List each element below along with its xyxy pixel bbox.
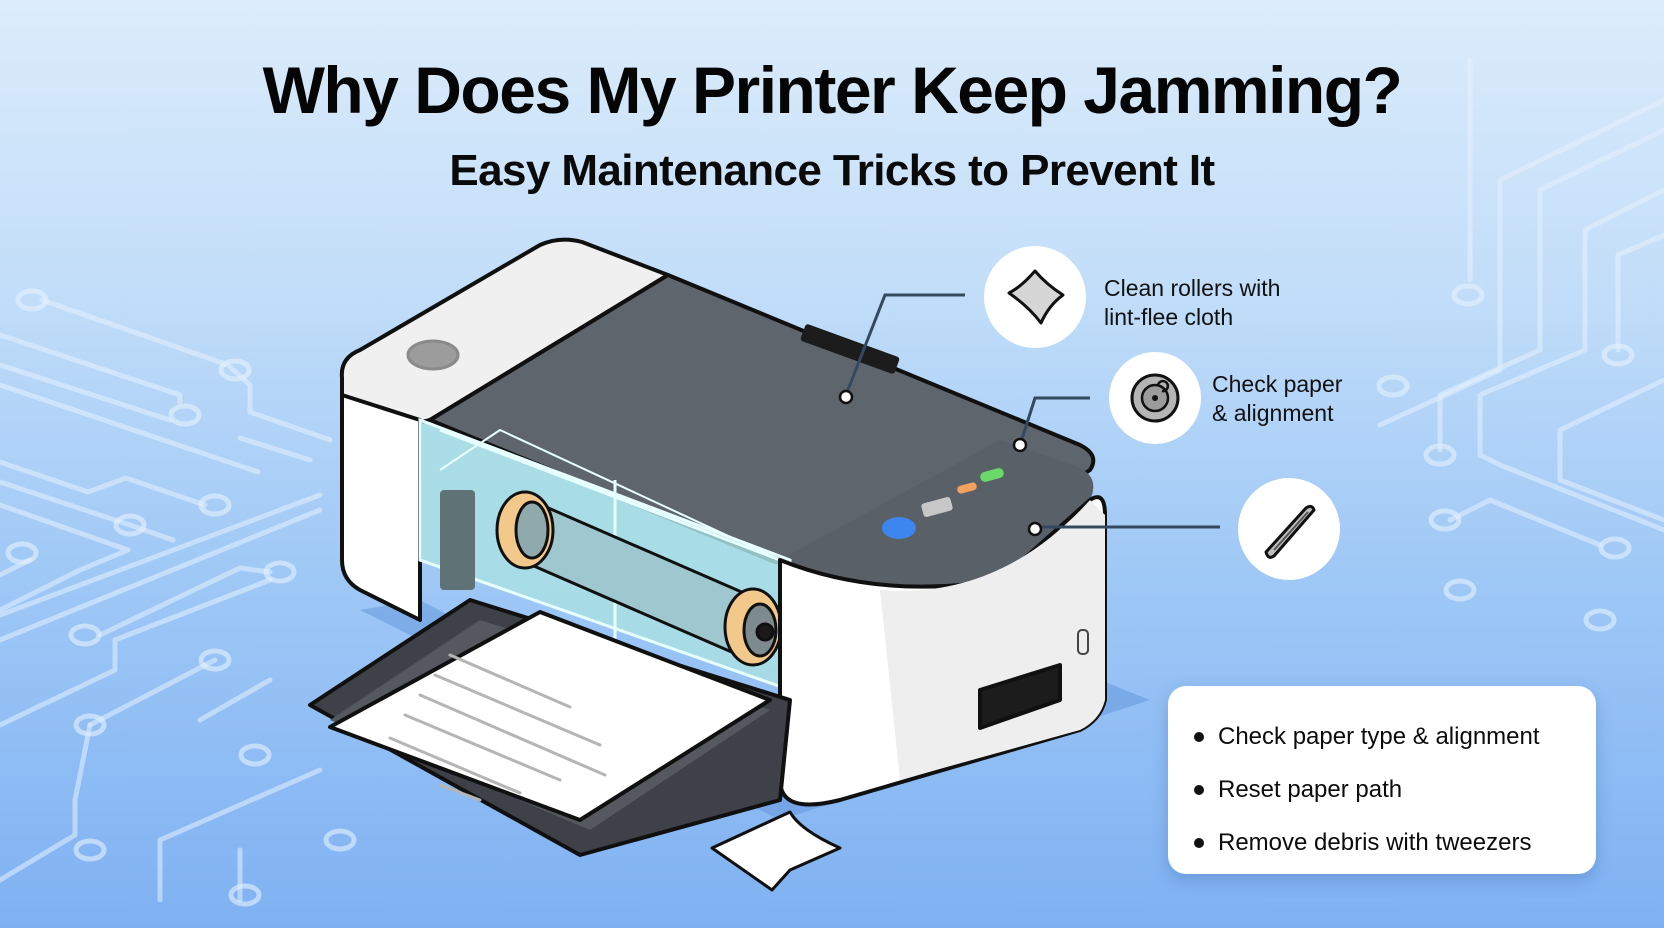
callout-dot-2 — [1012, 437, 1028, 453]
roller-disc-icon — [1130, 373, 1180, 423]
callout-tweezers — [1238, 478, 1340, 580]
tips-card: Check paper type & alignment Reset paper… — [1168, 686, 1596, 874]
vent-grill — [440, 490, 475, 590]
cloth-icon — [1007, 269, 1065, 325]
button-gray — [921, 497, 953, 517]
printer-body-left — [339, 237, 670, 622]
tip-item: Reset paper path — [1194, 763, 1596, 816]
bullet-icon — [1194, 731, 1204, 742]
callout-roller — [1109, 352, 1201, 444]
page-title: Why Does My Printer Keep Jamming? — [262, 53, 1403, 127]
callout-cloth — [984, 246, 1086, 348]
crumpled-paper — [710, 810, 842, 892]
tip-item: Check paper type & alignment — [1194, 710, 1596, 763]
callout-cloth-label: Clean rollers with lint-flee cloth — [1104, 275, 1281, 330]
page-subtitle: Easy Maintenance Tricks to Prevent It — [449, 146, 1215, 195]
paper-sheet — [328, 610, 772, 822]
callout-roller-label: Check paper & alignment — [1212, 371, 1343, 426]
power-button — [406, 339, 460, 371]
button-blue — [882, 517, 916, 539]
printer-body-right — [778, 495, 1107, 807]
output-slot — [800, 324, 900, 374]
callout-dot-3 — [1027, 521, 1043, 537]
callout-dot-1 — [838, 389, 854, 405]
tips-list: Check paper type & alignment Reset paper… — [1194, 710, 1596, 869]
tip-item: Remove debris with tweezers — [1194, 816, 1596, 869]
bullet-icon — [1194, 837, 1204, 848]
roller — [495, 490, 783, 667]
tweezers-icon — [1264, 504, 1316, 559]
bullet-icon — [1194, 784, 1204, 795]
led-green — [980, 468, 1004, 482]
led-orange — [957, 482, 977, 494]
